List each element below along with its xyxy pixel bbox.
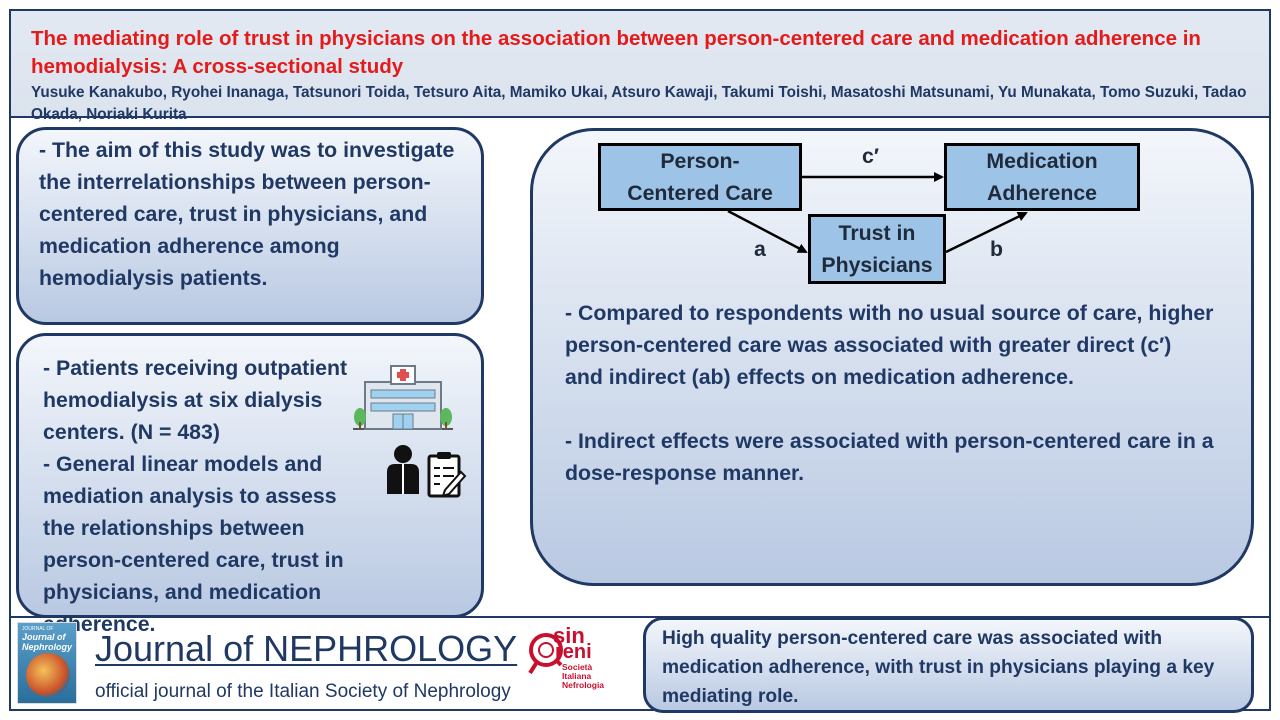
logo-text-reni: reni: [555, 641, 592, 663]
header: The mediating role of trust in physician…: [11, 11, 1269, 123]
cover-title: Journal of Nephrology: [22, 632, 73, 652]
edge-label-c-prime: c′: [862, 144, 879, 168]
cover-image: [26, 653, 70, 697]
page-title: The mediating role of trust in physician…: [31, 27, 1201, 78]
methods-panel: - Patients receiving outpatient hemodial…: [16, 333, 484, 636]
node-medication-adherence: Medication Adherence: [944, 143, 1140, 211]
conclusion-text: High quality person-centered care was as…: [662, 628, 1215, 707]
methods-text: - Patients receiving outpatient hemodial…: [43, 352, 463, 640]
diagram-arrows: [727, 172, 1028, 254]
results-text: - Compared to respondents with no usual …: [565, 297, 1215, 489]
footer-divider: [11, 616, 1269, 618]
edge-label-b: b: [990, 237, 1004, 261]
journal-cover-thumbnail: JOURNAL OF Journal of Nephrology: [17, 622, 77, 704]
mediation-diagram: Person- Centered Care Medication Adheren…: [530, 128, 1254, 288]
poster-frame: [9, 9, 1271, 711]
sin-reni-logo-icon: [528, 633, 563, 675]
logo-text-sin: sin: [553, 623, 585, 648]
node-trust-label: Trust in Physicians: [821, 221, 933, 277]
node-trust-in-physicians: Trust in Physicians: [808, 214, 946, 284]
author-list: Yusuke Kanakubo, Ryohei Inanaga, Tatsuno…: [31, 84, 1247, 123]
edge-label-a: a: [754, 237, 766, 261]
arrow-b: [945, 211, 1028, 254]
clinician-clipboard-icon: [387, 445, 467, 498]
aim-panel: - The aim of this study was to investiga…: [16, 127, 484, 325]
arrow-a: [727, 209, 808, 254]
methods-patients-text: - Patients receiving outpatient hemodial…: [43, 356, 348, 444]
methods-analysis-text: - General linear models and mediation an…: [43, 452, 344, 636]
journal-subtitle: official journal of the Italian Society …: [95, 681, 511, 702]
logo-society-text: Società Italiana Nefrologia: [562, 662, 605, 690]
cover-top-text: JOURNAL OF: [22, 626, 54, 632]
journal-name-link[interactable]: Journal of NEPHROLOGY: [95, 628, 518, 669]
result-direct-indirect: - Compared to respondents with no usual …: [565, 301, 1214, 389]
spacer: [565, 393, 1215, 425]
result-dose-response: - Indirect effects were associated with …: [565, 429, 1214, 485]
conclusion-panel: High quality person-centered care was as…: [643, 617, 1254, 713]
aim-text: - The aim of this study was to investiga…: [39, 138, 455, 290]
node-pcc-label: Person- Centered Care: [627, 149, 773, 205]
node-ma-label: Medication Adherence: [986, 149, 1098, 205]
node-person-centered-care: Person- Centered Care: [598, 143, 802, 211]
hospital-icon: [353, 365, 453, 430]
